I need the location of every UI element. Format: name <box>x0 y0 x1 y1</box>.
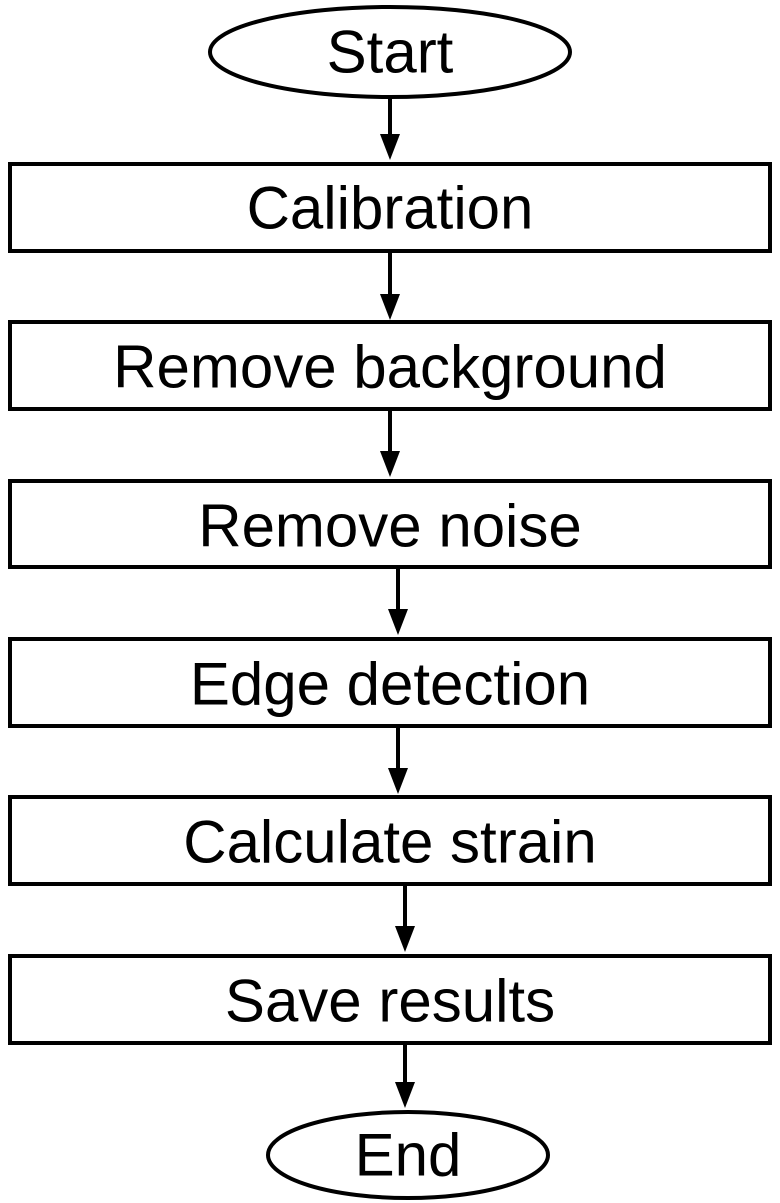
step-box <box>8 954 772 1045</box>
end-label: End <box>355 1122 462 1189</box>
step-label: Calculate strain <box>183 809 597 876</box>
arrow-start-to-step-1 <box>380 97 400 160</box>
step-remove-background: Remove background <box>8 320 772 411</box>
step-box <box>8 637 772 728</box>
step-label: Edge detection <box>190 651 590 718</box>
arrow-step-3-to-step-4 <box>388 567 408 635</box>
step-remove-noise: Remove noise <box>8 479 772 569</box>
step-box <box>8 320 772 411</box>
arrow-step-5-to-step-6 <box>395 884 415 952</box>
arrow-step-4-to-step-5 <box>388 726 408 794</box>
arrow-step-6-to-end <box>395 1043 415 1108</box>
step-label: Remove background <box>113 334 667 401</box>
start-terminal: Start <box>208 5 572 99</box>
step-calculate-strain: Calculate strain <box>8 795 772 886</box>
start-label: Start <box>327 19 454 86</box>
step-box <box>8 162 772 253</box>
step-label: Save results <box>225 968 555 1035</box>
step-calibration: Calibration <box>8 162 772 253</box>
step-save-results: Save results <box>8 954 772 1045</box>
step-label: Remove noise <box>198 493 582 560</box>
step-edge-detection: Edge detection <box>8 637 772 728</box>
end-ellipse <box>266 1110 550 1200</box>
end-terminal: End <box>266 1110 550 1200</box>
arrow-step-2-to-step-3 <box>380 409 400 477</box>
step-label: Calibration <box>247 175 534 242</box>
arrow-step-1-to-step-2 <box>380 251 400 320</box>
step-box <box>8 795 772 886</box>
step-box <box>8 479 772 569</box>
